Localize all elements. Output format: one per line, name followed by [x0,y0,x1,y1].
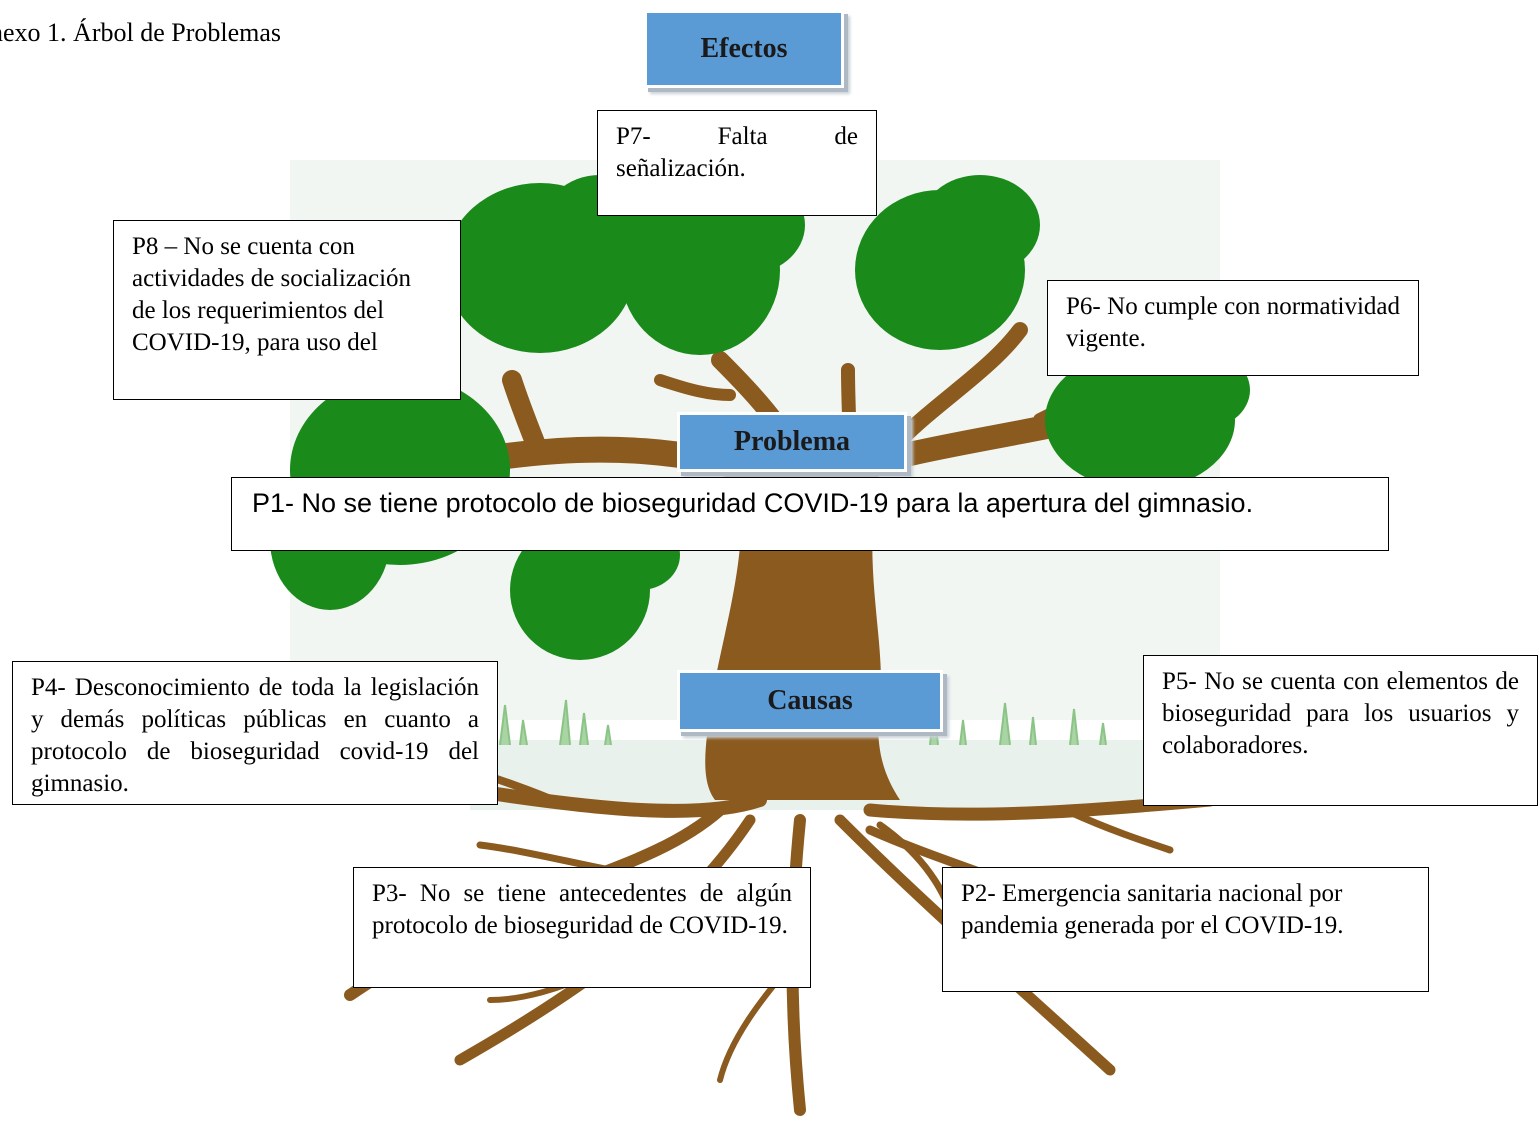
causes-label-text: Causas [767,685,853,716]
effects-label-text: Efectos [700,33,788,64]
figure-caption: nexo 1. Árbol de Problemas [0,18,282,47]
cause-box-p3: P3- No se tiene antecedentes de algún pr… [353,867,811,988]
effect-box-p6: P6- No cumple con normatividad vigente. [1047,280,1419,376]
cause-box-p5: P5- No se cuenta con elementos de bioseg… [1143,655,1538,806]
effects-label: Efectos [644,10,844,88]
grass-band [499,699,1107,746]
problem-box-p1: P1- No se tiene protocolo de biosegurida… [231,477,1389,551]
effect-box-p8: P8 – No se cuenta con actividades de soc… [113,220,461,400]
cause-box-p2: P2- Emergencia sanitaria nacional por pa… [942,867,1429,992]
effect-box-p7: P7- Falta de señalización. [597,110,877,216]
problem-label-text: Problema [733,426,851,457]
cause-box-p4: P4- Desconocimiento de toda la legislaci… [12,661,498,805]
problem-label: Problema [677,412,907,472]
causes-label: Causas [677,670,943,732]
